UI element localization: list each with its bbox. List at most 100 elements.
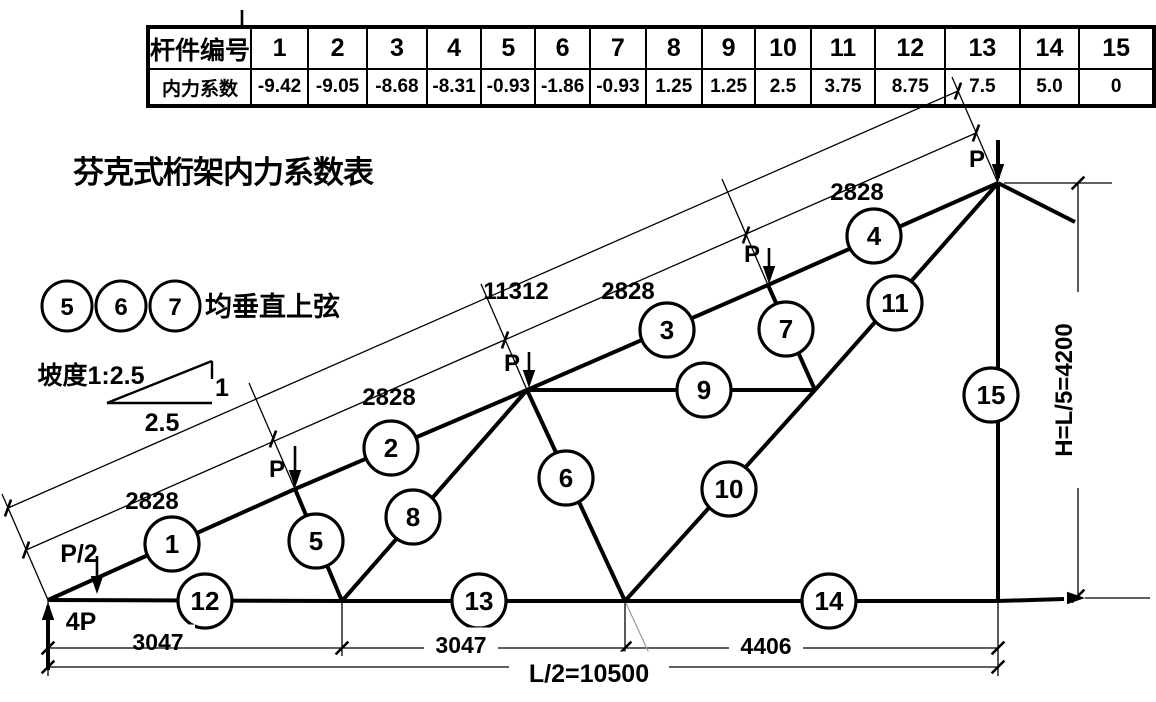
dim-line bbox=[721, 178, 769, 286]
legend-note: 均垂直上弦 bbox=[205, 292, 340, 322]
dim-label: 2828 bbox=[125, 488, 178, 515]
table-cell: 2 bbox=[307, 26, 369, 70]
dim-line bbox=[1, 493, 49, 601]
table-cell: 12 bbox=[874, 26, 947, 70]
legend-circle bbox=[148, 279, 202, 333]
table-cell: -0.93 bbox=[480, 68, 537, 107]
dim-tick bbox=[40, 640, 56, 656]
dim-line bbox=[7, 90, 959, 509]
member-badge-number: 6 bbox=[559, 463, 573, 493]
member-badge-number: 4 bbox=[867, 221, 882, 251]
dim-label: L/2=10500 bbox=[529, 660, 649, 688]
load-arrow-apex bbox=[991, 164, 1005, 182]
member-badge-number: 2 bbox=[384, 433, 398, 463]
dim-line bbox=[951, 76, 999, 184]
legend-circle bbox=[40, 279, 94, 333]
table-cell: 8 bbox=[644, 26, 703, 70]
member-badge-circle bbox=[866, 274, 924, 332]
table-cell: 0 bbox=[1078, 68, 1155, 107]
slope-label: 坡度1:2.5 bbox=[38, 361, 145, 390]
member-badge-circle bbox=[143, 515, 201, 573]
table-cell: 9 bbox=[700, 26, 757, 70]
member-badge-number: 15 bbox=[977, 380, 1006, 410]
member-badge-number: 12 bbox=[191, 586, 220, 616]
row-header-cell: 内力系数 bbox=[146, 68, 253, 107]
dim-label: P bbox=[969, 146, 985, 173]
dim-tick bbox=[741, 226, 751, 244]
table-cell: -9.42 bbox=[250, 68, 310, 107]
dim-label: 4406 bbox=[740, 633, 791, 659]
table-cell: -0.93 bbox=[588, 68, 647, 107]
dim-tick bbox=[40, 659, 56, 675]
table-cell: -1.86 bbox=[534, 68, 591, 107]
dim-tick bbox=[1070, 175, 1086, 191]
table-cell: 1.25 bbox=[700, 68, 757, 107]
member-line bbox=[340, 388, 529, 603]
table-cell: 11 bbox=[809, 26, 877, 70]
reaction-arrow-4p bbox=[41, 602, 55, 620]
member-badge-circle bbox=[757, 300, 815, 358]
dim-label: 4P bbox=[66, 608, 97, 636]
table-cell: 1.25 bbox=[644, 68, 703, 107]
table-cell: -8.68 bbox=[366, 68, 428, 107]
dim-tick bbox=[334, 640, 350, 656]
table-cell: 1 bbox=[250, 26, 310, 70]
dim-tick bbox=[990, 659, 1006, 675]
table-cell: 4 bbox=[425, 26, 483, 70]
member-badge-number: 9 bbox=[697, 375, 711, 405]
truss-line bbox=[997, 597, 1065, 603]
member-badge-circle bbox=[675, 361, 733, 419]
row-header-cell: 杆件编号 bbox=[146, 26, 253, 70]
legend-circle bbox=[94, 279, 148, 333]
slope-triangle-line bbox=[106, 359, 213, 405]
table-cell: 8.75 bbox=[874, 68, 947, 107]
table-cell: 10 bbox=[754, 26, 812, 70]
member-badge-circle bbox=[176, 572, 234, 630]
slope-rise-label: 1 bbox=[215, 374, 229, 402]
member-badge-number: 13 bbox=[465, 586, 494, 616]
legend-circle-number: 5 bbox=[60, 294, 73, 321]
label-mask bbox=[509, 651, 669, 678]
member-badge-number: 11 bbox=[881, 288, 909, 318]
dim-tick bbox=[500, 331, 510, 349]
member-badge-number: 10 bbox=[715, 474, 744, 504]
dim-tick bbox=[268, 430, 278, 448]
dim-label: 2828 bbox=[362, 384, 415, 411]
member-badge-circle bbox=[962, 366, 1020, 424]
member-badge-circle bbox=[800, 572, 858, 630]
dim-label: 2828 bbox=[601, 278, 654, 305]
table-cell: 5.0 bbox=[1018, 68, 1081, 107]
dim-line bbox=[480, 283, 528, 391]
table-cell: 7 bbox=[588, 26, 647, 70]
member-badge-circle bbox=[700, 460, 758, 518]
label-mask bbox=[424, 627, 498, 650]
dim-tick bbox=[971, 124, 981, 142]
dim-label: P bbox=[269, 456, 285, 483]
dim-tick bbox=[990, 640, 1006, 656]
table-cell: 5 bbox=[480, 26, 537, 70]
member-badge-circle bbox=[537, 449, 595, 507]
table-cell: 2.5 bbox=[754, 68, 812, 107]
member-badge-circle bbox=[362, 419, 420, 477]
legend-circle-number: 7 bbox=[168, 294, 181, 321]
member-badge-circle bbox=[287, 512, 345, 570]
dim-tick bbox=[3, 499, 13, 517]
dim-tick bbox=[21, 541, 31, 559]
member-badge-circle bbox=[845, 207, 903, 265]
label-mask bbox=[729, 628, 803, 651]
table-cell: 14 bbox=[1018, 26, 1081, 70]
slope-run-label: 2.5 bbox=[145, 409, 180, 437]
table-cell: 3.75 bbox=[809, 68, 877, 107]
member-badge-number: 8 bbox=[406, 502, 420, 532]
dim-label: H=L/5=4200 bbox=[1051, 323, 1078, 456]
legend-circle-number: 6 bbox=[114, 294, 127, 321]
dim-label: P bbox=[744, 241, 760, 268]
page-title: 芬克式桁架内力系数表 bbox=[73, 155, 374, 190]
table-cell: 15 bbox=[1078, 26, 1155, 70]
dim-label: 11312 bbox=[483, 278, 548, 305]
member-badge-number: 14 bbox=[815, 586, 844, 616]
